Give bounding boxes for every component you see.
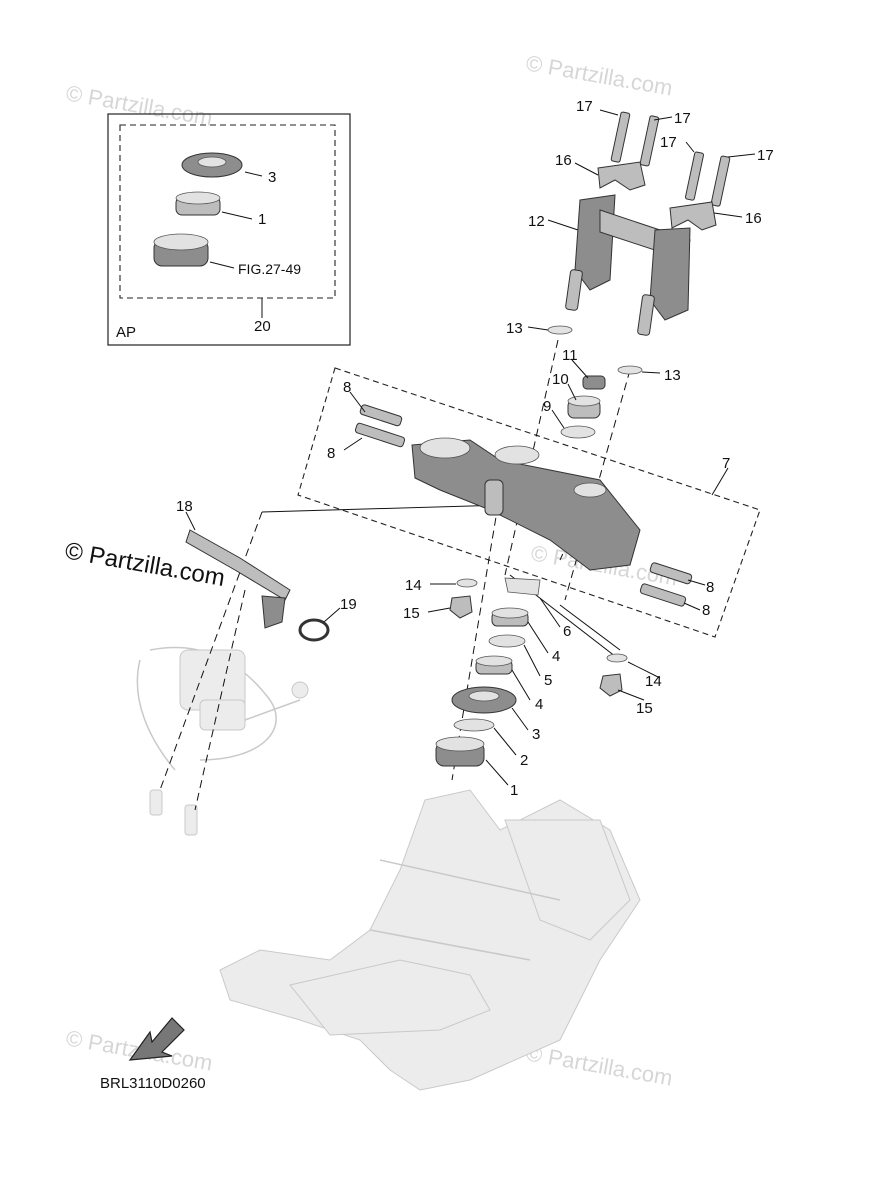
callout-13: 13 xyxy=(664,367,681,384)
seal-ring-icon xyxy=(453,718,495,732)
callout-3: 3 xyxy=(532,726,540,743)
bearing-icon xyxy=(451,686,517,714)
callout-4: 4 xyxy=(552,648,560,665)
callout-18: 18 xyxy=(176,498,193,515)
watermark: © Partzilla.com xyxy=(524,50,674,100)
callout-9: 9 xyxy=(543,398,551,415)
under-bracket-icon xyxy=(411,437,641,571)
callout-10: 10 xyxy=(552,371,569,388)
damper-icon xyxy=(599,673,623,697)
washer-icon xyxy=(560,425,596,439)
switch-assembly-ghost xyxy=(136,646,309,836)
damper-icon xyxy=(449,595,473,619)
callout-11: 11 xyxy=(562,347,578,364)
callout-13: 13 xyxy=(506,320,523,337)
callout-8: 8 xyxy=(327,445,335,462)
inset-label: AP xyxy=(116,324,136,341)
washer-icon xyxy=(606,653,628,663)
callout-17: 17 xyxy=(660,134,677,151)
callout-14: 14 xyxy=(405,577,422,594)
callout-6: 6 xyxy=(563,623,571,640)
callout-14: 14 xyxy=(645,673,662,690)
callout-17: 17 xyxy=(576,98,593,115)
callout-15: 15 xyxy=(403,605,420,622)
race-icon xyxy=(491,607,529,627)
bearing-stack xyxy=(435,607,529,767)
callout-17: 17 xyxy=(674,110,691,127)
handlebar-holder-lower-icon xyxy=(565,194,691,336)
callout-4: 4 xyxy=(535,696,543,713)
callout-2: 2 xyxy=(520,752,528,769)
front-arrow-icon xyxy=(128,1017,185,1061)
callout-16: 16 xyxy=(555,152,572,169)
callout-16: 16 xyxy=(745,210,762,227)
wire-bracket-icon xyxy=(185,529,291,629)
callout-1: 1 xyxy=(510,782,518,799)
callout-5: 5 xyxy=(544,672,552,689)
frame-ghost xyxy=(219,789,641,1091)
bearing-race-icon xyxy=(435,736,485,767)
collar-icon xyxy=(567,395,601,419)
washer-icon xyxy=(547,325,573,335)
clamp-icon xyxy=(298,618,330,642)
bearing-race-icon xyxy=(175,191,221,216)
clip-icon xyxy=(504,577,541,596)
watermark: © Partzilla.com xyxy=(524,1040,674,1090)
bearing-icon xyxy=(181,152,243,178)
group-outline-7 xyxy=(297,367,761,638)
race-icon xyxy=(475,655,513,675)
diagram-code: BRL3110D0260 xyxy=(100,1075,206,1092)
inset-frame xyxy=(107,113,351,346)
callout-15: 15 xyxy=(636,700,653,717)
callout-12: 12 xyxy=(528,213,545,230)
watermark: © Partzilla.com xyxy=(64,80,214,130)
nut-icon xyxy=(582,375,606,390)
inset-callout-1: 1 xyxy=(258,211,266,228)
inset-callout-3: 3 xyxy=(268,169,276,186)
bolt-icon xyxy=(610,111,731,207)
callout-8: 8 xyxy=(706,579,714,596)
inset-group-outline xyxy=(119,124,336,299)
handlebar-holder-upper-icon xyxy=(597,161,717,231)
washer-icon xyxy=(456,578,478,588)
washer-icon xyxy=(488,634,526,648)
bearing-seal-icon xyxy=(153,233,209,267)
inset-fig-ref: FIG.27-49 xyxy=(238,261,301,277)
washer-icon xyxy=(617,365,643,375)
callout-17: 17 xyxy=(757,147,774,164)
callout-7: 7 xyxy=(722,455,730,472)
callout-8: 8 xyxy=(343,379,351,396)
callout-19: 19 xyxy=(340,596,357,613)
callout-20: 20 xyxy=(254,318,271,335)
callout-8: 8 xyxy=(702,602,710,619)
bolt-icon xyxy=(354,404,693,607)
